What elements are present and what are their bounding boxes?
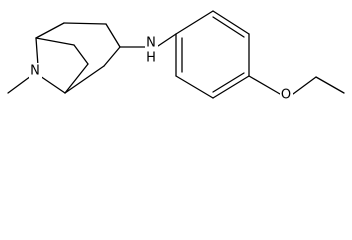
bond-c3-c4 (63, 22, 107, 25)
atom-label-amine-hydrogen: H (146, 51, 156, 66)
bond-c1-n (39, 75, 66, 94)
bond-o-ch2 (292, 76, 317, 95)
ring-bond-1 (175, 10, 214, 35)
bond-n-c2 (35, 37, 39, 67)
ring-double-bond-1 (212, 16, 245, 38)
bond-c5-c6 (103, 46, 121, 67)
bond-c6-c1 (64, 65, 105, 94)
atom-label-bridge-nitrogen: N (30, 64, 40, 79)
bond-c2-c3 (35, 22, 65, 39)
atom-label-amine-nitrogen: N (146, 36, 156, 51)
atom-label-ether-oxygen: O (281, 88, 291, 103)
atom-labels: N N H O (29, 35, 293, 103)
bond-n-methyl (7, 75, 32, 94)
bond-bridge-c1 (64, 63, 89, 94)
ethoxy-group (248, 75, 345, 95)
ring-double-bond-2 (212, 72, 245, 93)
bond-ch2-ch3 (315, 76, 345, 94)
bond-bridge-bridge (73, 44, 89, 65)
benzene-ring (175, 10, 250, 99)
bond-c4-c5 (105, 23, 121, 48)
bond-c2-bridge (35, 37, 75, 46)
ring-bond-2 (212, 10, 250, 35)
bicyclic-core (7, 22, 121, 94)
bond-ring-o (248, 75, 281, 95)
bond-nh-ring (157, 33, 177, 47)
ring-bond-4 (212, 75, 250, 99)
structural-formula: N N H O (7, 10, 345, 103)
ring-bond-5 (175, 75, 214, 99)
